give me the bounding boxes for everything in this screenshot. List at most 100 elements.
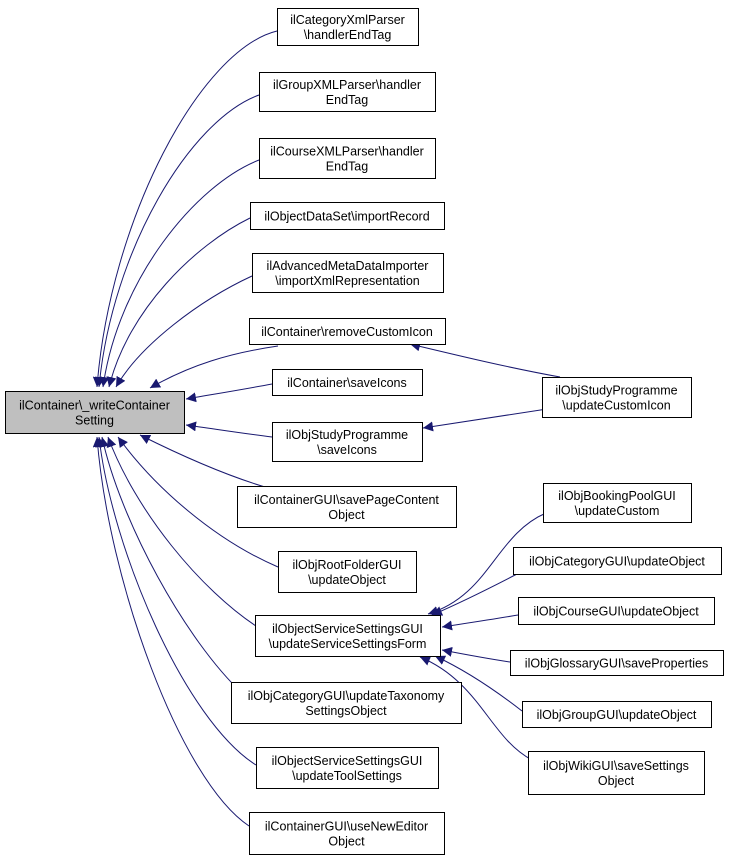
node-box: [255, 615, 441, 657]
node-label-line: ilContainer\_writeContainer: [19, 399, 170, 413]
caller-node-n12[interactable]: ilObjCategoryGUI\updateTaxonomySettingsO…: [231, 682, 462, 724]
caller-node-r1[interactable]: ilObjStudyProgramme\updateCustomIcon: [542, 377, 692, 418]
caller-node-n11[interactable]: ilObjectServiceSettingsGUI\updateService…: [255, 615, 441, 657]
edge-n6-to-focus: [149, 345, 279, 389]
edge-n8-to-focus: [185, 421, 273, 438]
caller-node-r3[interactable]: ilObjCategoryGUI\updateObject: [513, 547, 722, 575]
caller-node-n13[interactable]: ilObjectServiceSettingsGUI\updateToolSet…: [256, 747, 439, 789]
node-label-line: Setting: [75, 414, 114, 428]
edge-n12-to-focus: [99, 436, 244, 695]
edge-n9-to-focus: [139, 434, 266, 488]
node-label-line: \updateCustomIcon: [562, 399, 670, 413]
edge-n14-to-focus: [92, 436, 250, 827]
node-label-line: \updateServiceSettingsForm: [269, 637, 427, 651]
node-box: [278, 551, 417, 593]
node-box: [250, 202, 445, 230]
edge-n13-to-focus: [95, 436, 257, 766]
node-box: [543, 483, 692, 523]
node-label-line: \saveIcons: [317, 443, 377, 457]
edge-n11-to-focus: [106, 436, 260, 629]
caller-node-r4[interactable]: ilObjCourseGUI\updateObject: [518, 597, 715, 625]
node-box: [513, 547, 722, 575]
node-label-line: ilObjRootFolderGUI: [292, 558, 401, 572]
node-box: [518, 597, 715, 625]
node-label-line: Object: [328, 508, 365, 522]
node-label-line: ilObjGroupGUI\updateObject: [537, 708, 697, 722]
node-box: [249, 318, 446, 345]
edges-layer: [92, 30, 561, 827]
edge-n10-to-focus: [117, 436, 279, 568]
node-box: [252, 253, 444, 293]
node-label-line: ilGroupXMLParser\handler: [273, 78, 421, 92]
caller-node-n5[interactable]: ilAdvancedMetaDataImporter\importXmlRepr…: [252, 253, 444, 293]
edge-r4-to-n11: [441, 614, 519, 631]
edge-n1-to-focus: [92, 30, 278, 388]
node-label-line: ilAdvancedMetaDataImporter: [267, 259, 429, 273]
caller-node-r2[interactable]: ilObjBookingPoolGUI\updateCustom: [543, 483, 692, 523]
edge-r1-to-n8: [422, 406, 561, 432]
edge-r1-to-n6: [409, 341, 561, 378]
node-label-line: ilContainerGUI\savePageContent: [254, 493, 439, 507]
caller-node-n6[interactable]: ilContainer\removeCustomIcon: [249, 318, 446, 345]
node-label-line: Object: [328, 835, 365, 849]
node-label-line: ilObjectDataSet\importRecord: [264, 210, 429, 224]
caller-node-r6[interactable]: ilObjGroupGUI\updateObject: [522, 701, 712, 728]
node-label-line: ilObjBookingPoolGUI: [558, 489, 675, 503]
node-label-line: ilObjectServiceSettingsGUI: [272, 754, 423, 768]
caller-node-n7[interactable]: ilContainer\saveIcons: [272, 369, 423, 396]
edge-r3-to-n11: [431, 573, 518, 616]
edge-r6-to-n11: [434, 655, 523, 712]
node-label-line: ilContainer\saveIcons: [287, 376, 407, 390]
node-label-line: ilCategoryXmlParser: [290, 13, 405, 27]
edge-r2-to-n11: [427, 512, 547, 616]
node-label-line: ilObjWikiGUI\saveSettings: [543, 759, 689, 773]
node-label-line: ilObjCategoryGUI\updateObject: [529, 555, 705, 569]
edge-n4-to-focus: [106, 217, 251, 388]
edge-n5-to-focus: [115, 275, 253, 388]
node-label-line: ilContainer\removeCustomIcon: [261, 325, 433, 339]
node-label-line: \updateObject: [308, 573, 386, 587]
node-box: [231, 682, 462, 724]
node-label-line: Object: [598, 774, 635, 788]
caller-node-n8[interactable]: ilObjStudyProgramme\saveIcons: [272, 422, 423, 462]
node-label-line: ilObjCourseGUI\updateObject: [533, 605, 699, 619]
node-label-line: ilObjCategoryGUI\updateTaxonomy: [248, 689, 445, 703]
edge-n7-to-focus: [185, 383, 273, 403]
node-box: [277, 8, 419, 46]
node-label-line: ilContainerGUI\useNewEditor: [265, 820, 428, 834]
caller-node-n10[interactable]: ilObjRootFolderGUI\updateObject: [278, 551, 417, 593]
edge-n2-to-focus: [94, 94, 260, 388]
node-label-line: ilObjStudyProgramme: [555, 384, 677, 398]
node-box: [542, 377, 692, 418]
edge-r7-to-n11: [419, 656, 533, 761]
node-label-line: EndTag: [326, 93, 368, 107]
node-label-line: ilObjectServiceSettingsGUI: [272, 622, 423, 636]
caller-node-n2[interactable]: ilGroupXMLParser\handlerEndTag: [259, 72, 436, 112]
node-box: [259, 72, 436, 112]
node-label-line: \handlerEndTag: [304, 28, 392, 42]
edge-n3-to-focus: [99, 159, 260, 388]
node-box: [510, 650, 724, 676]
edge-r5-to-n11: [441, 646, 511, 663]
node-label-line: \importXmlRepresentation: [275, 274, 420, 288]
node-label-line: ilCourseXMLParser\handler: [270, 145, 424, 159]
node-box: [272, 422, 423, 462]
node-box: [259, 138, 436, 179]
node-label-line: SettingsObject: [305, 704, 387, 718]
node-box: [528, 751, 705, 795]
caller-node-n1[interactable]: ilCategoryXmlParser\handlerEndTag: [277, 8, 419, 46]
node-box: [249, 812, 445, 855]
caller-node-n4[interactable]: ilObjectDataSet\importRecord: [250, 202, 445, 230]
node-box: [5, 391, 185, 434]
caller-node-r5[interactable]: ilObjGlossaryGUI\saveProperties: [510, 650, 724, 676]
node-label-line: EndTag: [326, 160, 368, 174]
caller-node-n3[interactable]: ilCourseXMLParser\handlerEndTag: [259, 138, 436, 179]
node-box: [237, 486, 457, 528]
node-box: [522, 701, 712, 728]
